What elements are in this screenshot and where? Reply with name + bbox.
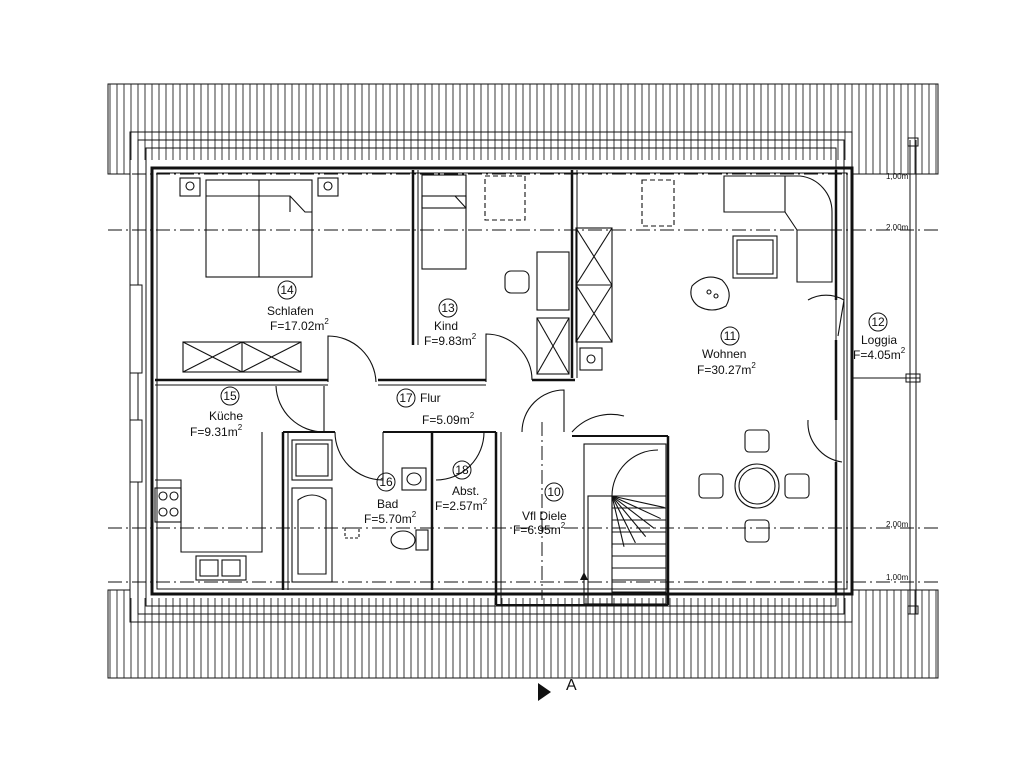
room-area: F=30.27m2 xyxy=(697,361,756,377)
dimension-label: 1,00m xyxy=(886,172,909,181)
dining-set xyxy=(698,429,810,543)
room-loggia: 12 Loggia F=4.05m2 xyxy=(853,312,906,362)
room-name: Vfl Diele xyxy=(522,509,567,523)
room-number: 18 xyxy=(455,463,469,477)
roof-axis-lines xyxy=(108,173,940,583)
section-arrow-icon xyxy=(538,683,551,701)
room-number: 11 xyxy=(724,329,737,343)
room-area: F=2.57m2 xyxy=(435,497,488,513)
stair-tread xyxy=(611,495,625,547)
dimension-label: 2,00m xyxy=(886,223,909,232)
desk-kind xyxy=(484,175,570,311)
interior-walls xyxy=(155,170,838,606)
armchair xyxy=(690,276,730,311)
stair-tread xyxy=(611,495,655,529)
room-area: F=4.05m2 xyxy=(853,346,906,362)
room-area: F=9.83m2 xyxy=(424,332,477,348)
coffee-table xyxy=(732,235,778,279)
section-marker: A xyxy=(538,677,577,701)
room-number: 13 xyxy=(441,301,455,315)
staircase xyxy=(583,443,667,605)
room-area: F=9.31m2 xyxy=(190,423,243,439)
room-abst: 18 Abst. F=2.57m2 xyxy=(435,460,488,513)
loggia xyxy=(852,137,921,615)
dimension-labels: 1,00m 2,00m 2,00m 1,00m xyxy=(886,172,909,582)
room-diele: 10 Vfl Diele F=6.95m2 xyxy=(513,482,567,537)
room-name: Wohnen xyxy=(702,347,746,361)
room-name: Schlafen xyxy=(267,304,314,318)
stair-tread xyxy=(611,495,647,538)
room-name: Bad xyxy=(377,497,398,511)
room-kueche: 15 Küche F=9.31m2 xyxy=(190,386,243,439)
room-wohnen: 11 Wohnen F=30.27m2 xyxy=(697,326,756,377)
room-name: Küche xyxy=(209,409,243,423)
room-area: F=5.70m2 xyxy=(364,510,417,526)
room-name: Abst. xyxy=(452,484,479,498)
room-schlafen: 14 Schlafen F=17.02m2 xyxy=(267,280,329,333)
dimension-label: 2,00m xyxy=(886,520,909,529)
room-name: Loggia xyxy=(861,333,897,347)
room-name: Kind xyxy=(434,319,458,333)
room-number: 14 xyxy=(280,283,294,297)
room-number: 10 xyxy=(547,485,561,499)
room-number: 15 xyxy=(223,389,237,403)
stair-arrow-icon xyxy=(580,572,588,580)
room-kind: 13 Kind F=9.83m2 xyxy=(424,298,477,348)
room-number: 17 xyxy=(399,391,413,405)
roof-hatching-bottom xyxy=(107,589,939,679)
section-label: A xyxy=(566,677,577,694)
room-flur: 17 Flur F=5.09m2 xyxy=(396,388,475,427)
room-labels: 14 Schlafen F=17.02m2 13 Kind F=9.83m2 1… xyxy=(190,280,906,537)
room-name: Flur xyxy=(420,391,441,405)
room-number: 16 xyxy=(379,475,393,489)
wardrobe-schlafen xyxy=(182,341,302,373)
room-area: F=5.09m2 xyxy=(422,411,475,427)
windows-left xyxy=(129,284,143,483)
dimension-label: 1,00m xyxy=(886,573,909,582)
roof-hatching-top xyxy=(107,83,939,175)
bed-kind xyxy=(421,174,467,270)
wardrobe-hall xyxy=(536,227,613,375)
room-bad: 16 Bad F=5.70m2 xyxy=(364,472,417,526)
bed-double xyxy=(179,177,339,278)
kitchen-counter xyxy=(154,432,263,581)
desk-wohnen xyxy=(641,179,675,227)
room-area: F=6.95m2 xyxy=(513,521,566,537)
stair-tread xyxy=(611,495,665,509)
room-area: F=17.02m2 xyxy=(270,317,329,333)
stair-tread xyxy=(611,495,661,520)
stair-tread xyxy=(611,495,636,544)
room-number: 12 xyxy=(871,315,885,329)
